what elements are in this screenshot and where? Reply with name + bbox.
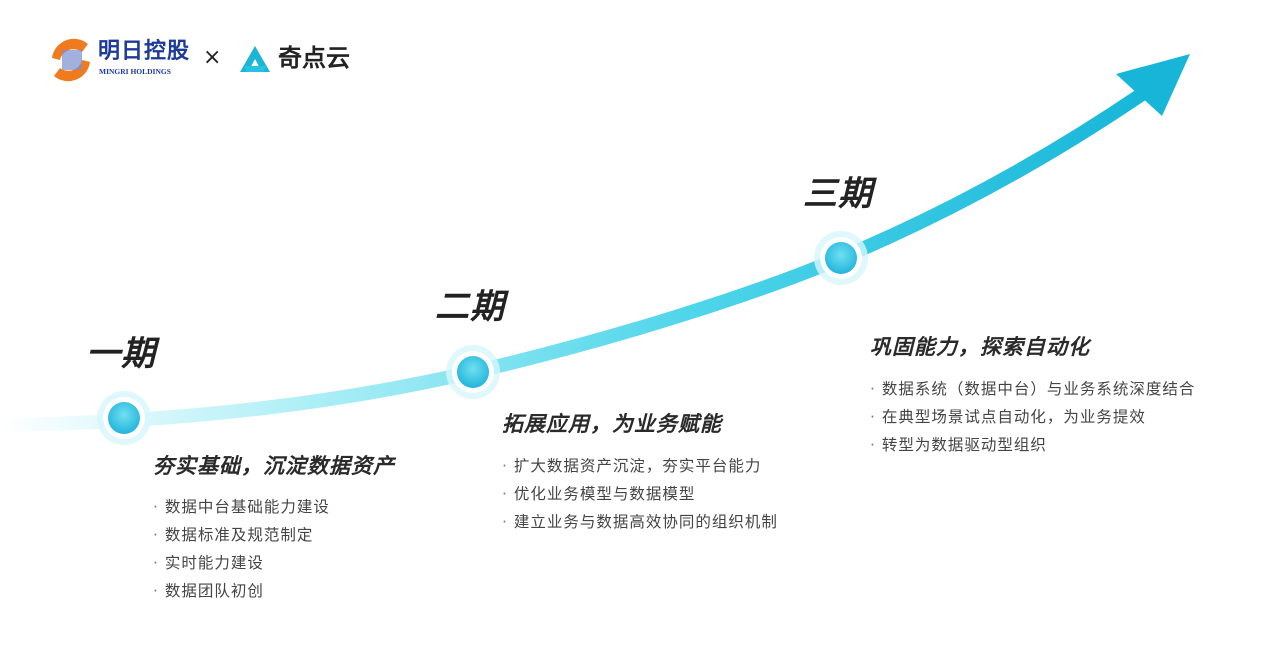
phase-1-label: 一期 xyxy=(86,334,156,374)
growth-curve xyxy=(0,85,1152,432)
list-item: 实时能力建设 xyxy=(153,549,330,577)
milestone-node-3 xyxy=(814,231,868,285)
list-item: 数据标准及规范制定 xyxy=(153,521,330,549)
list-item: 优化业务模型与数据模型 xyxy=(502,480,778,508)
list-item: 转型为数据驱动型组织 xyxy=(870,431,1195,459)
arrow-head-icon xyxy=(1116,54,1190,116)
mingri-logo-text: 明日控股 xyxy=(98,39,191,64)
collaboration-separator: × xyxy=(203,45,222,70)
milestone-node-2 xyxy=(446,345,500,399)
list-item: 在典型场景试点自动化，为业务提效 xyxy=(870,403,1195,431)
phase-2-label: 二期 xyxy=(435,287,505,327)
phase-1-bullets: 数据中台基础能力建设 数据标准及规范制定 实时能力建设 数据团队初创 xyxy=(153,493,330,605)
milestone-node-1 xyxy=(97,391,151,445)
phase-1-heading: 夯实基础，沉淀数据资产 xyxy=(153,454,395,478)
phase-3-label: 三期 xyxy=(803,174,873,214)
qidianyun-logo-text: 奇点云 xyxy=(278,44,350,72)
mingri-logo-subtext: MINGRI HOLDINGS xyxy=(99,67,171,76)
list-item: 数据团队初创 xyxy=(153,577,330,605)
phase-3-bullets: 数据系统（数据中台）与业务系统深度结合 在典型场景试点自动化，为业务提效 转型为… xyxy=(870,375,1195,459)
list-item: 数据系统（数据中台）与业务系统深度结合 xyxy=(870,375,1195,403)
qidianyun-logo-icon xyxy=(240,46,270,72)
phase-2-bullets: 扩大数据资产沉淀，夯实平台能力 优化业务模型与数据模型 建立业务与数据高效协同的… xyxy=(502,452,778,536)
list-item: 数据中台基础能力建设 xyxy=(153,493,330,521)
dotted-connector xyxy=(121,292,844,603)
list-item: 建立业务与数据高效协同的组织机制 xyxy=(502,508,778,536)
phase-2-heading: 拓展应用，为业务赋能 xyxy=(502,412,722,436)
list-item: 扩大数据资产沉淀，夯实平台能力 xyxy=(502,452,778,480)
phase-3-heading: 巩固能力，探索自动化 xyxy=(870,335,1090,359)
mingri-logo-icon xyxy=(52,38,90,82)
